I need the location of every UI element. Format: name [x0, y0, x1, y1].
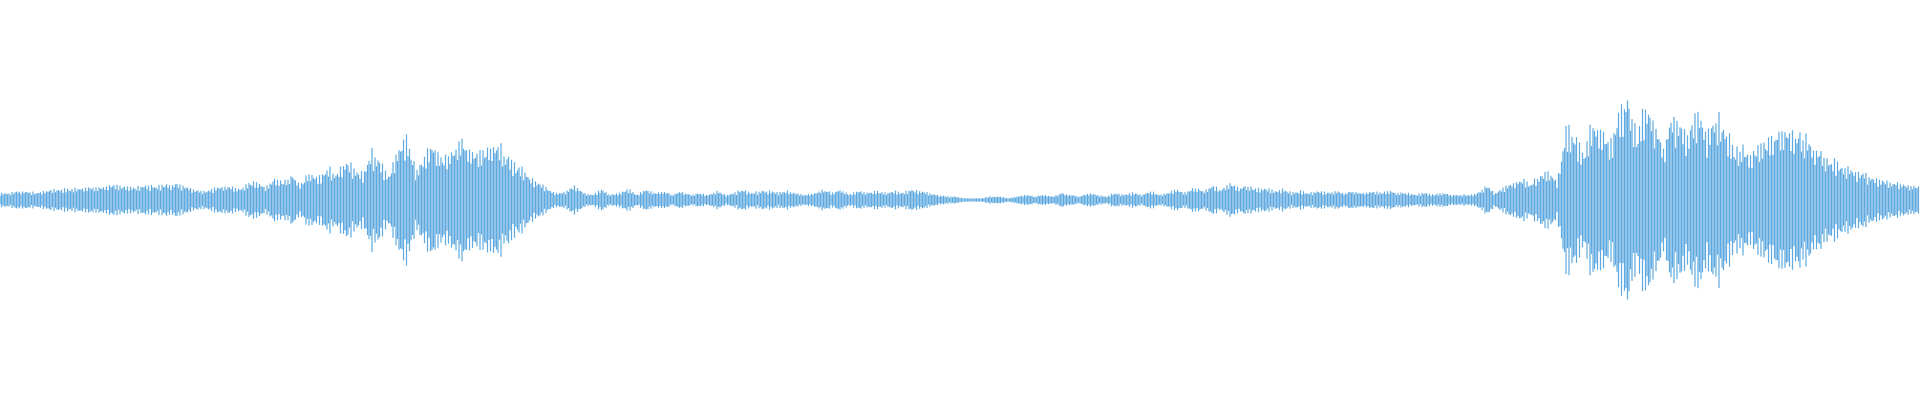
waveform-bars [0, 100, 1920, 300]
